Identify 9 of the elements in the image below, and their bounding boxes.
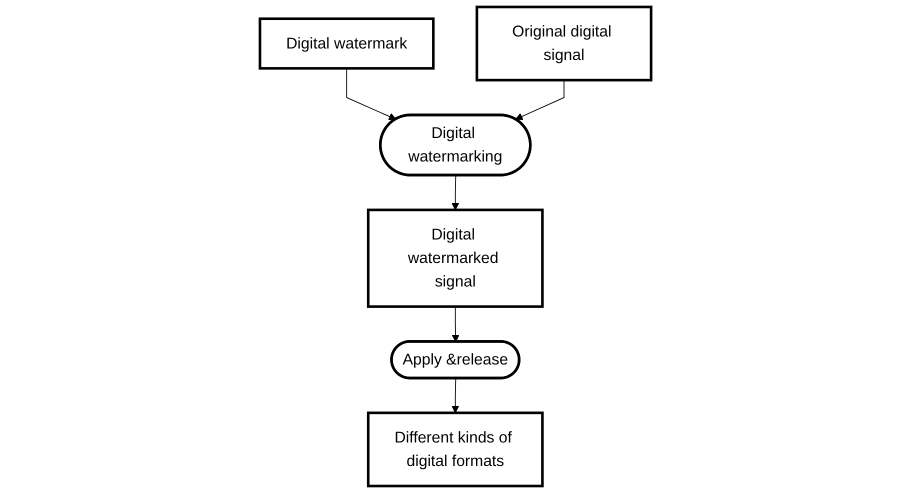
arrow (451, 378, 460, 414)
arrow (346, 68, 396, 120)
arrow (515, 80, 564, 120)
arrow (452, 306, 460, 342)
arrow (451, 175, 460, 210)
node-box: Original digital signal (476, 6, 652, 82)
node-box: Digital watermarked signal (366, 208, 544, 308)
node-box: Different kinds of digital formats (366, 412, 544, 488)
node-box: Digital watermark (258, 17, 435, 70)
